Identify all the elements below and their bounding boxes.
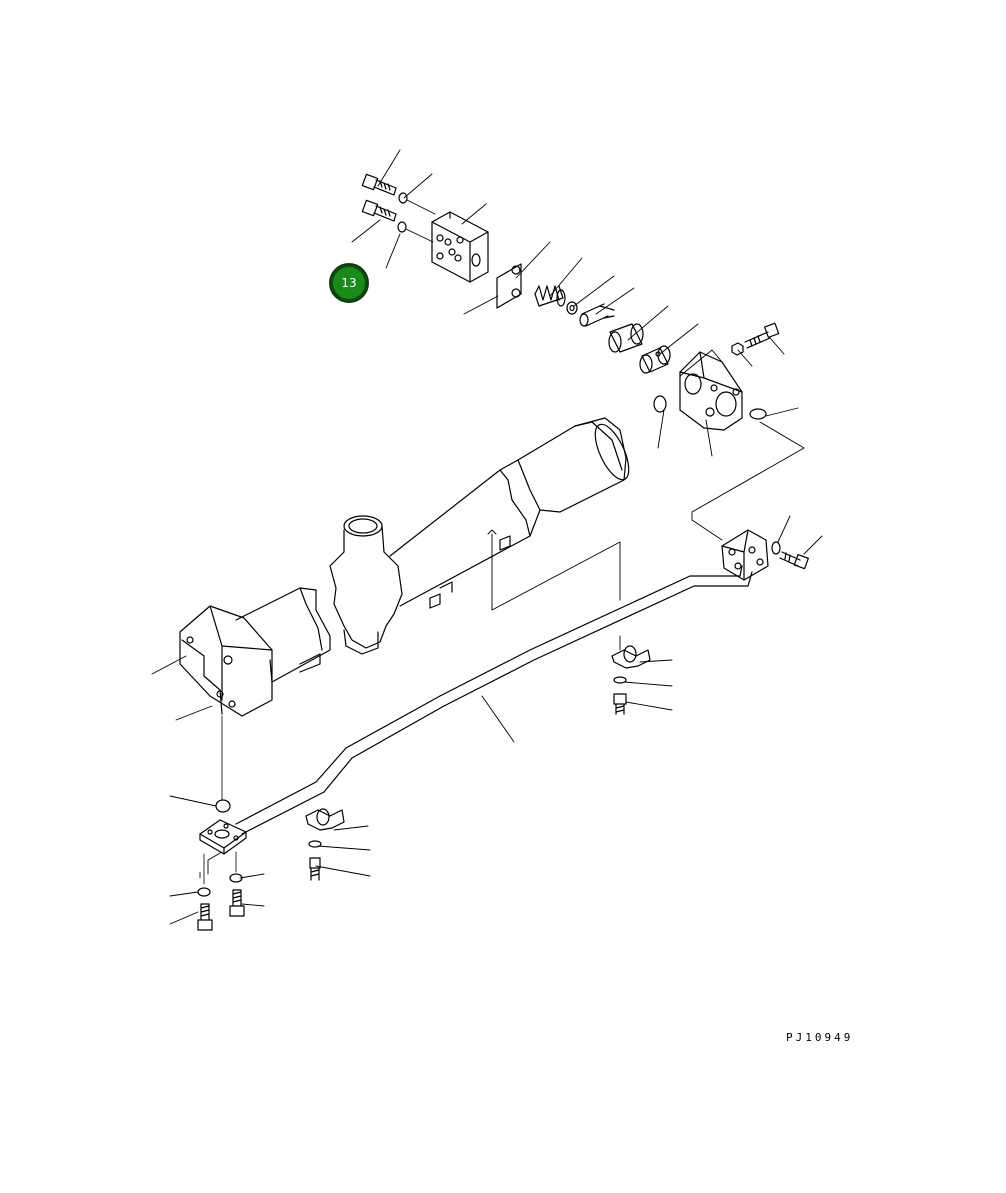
clamp-bolt-upper [613,693,627,715]
sleeve-2 [639,345,671,374]
valve-housing [679,351,743,431]
oring-right [749,408,767,420]
top-bolt-lower [361,199,397,222]
callout-badge[interactable]: 13 [329,263,369,303]
clamp-washer-upper [613,676,627,684]
pipe-clamp-lower [305,808,345,831]
lower-washer-left [197,887,211,897]
pipe [235,565,753,835]
pipe-end-flange [199,819,247,855]
flange-fitting [721,529,769,581]
small-washer [566,301,578,315]
right-bolt [744,322,780,349]
end-oring [215,799,231,813]
pipe-clamp-upper [611,645,651,669]
clamp-bolt-lower [309,857,321,881]
gasket-plate [496,263,522,309]
assembly-guide-lines [207,421,805,875]
sleeve-1 [608,323,644,353]
lower-bolt-right [229,889,245,917]
right-nut [731,342,744,356]
clamp-washer-lower [308,840,322,848]
oring-left [653,395,667,413]
small-arrow-mark [487,529,497,535]
piston-rod [579,303,615,327]
cover-block [431,211,489,283]
lower-bolt-left [197,903,213,931]
spring [534,285,566,307]
top-washer-lower [397,221,407,233]
callout-label: 13 [341,276,357,290]
main-cylinder [179,417,630,717]
bolt-guide-lines [405,199,436,243]
flange-bolt-guides [199,851,237,885]
leader-lines [151,149,823,925]
flange-bolt [779,551,809,570]
top-washer-upper [398,192,408,204]
drawing-code: PJ10949 [786,1031,854,1044]
flange-washer [771,541,781,555]
